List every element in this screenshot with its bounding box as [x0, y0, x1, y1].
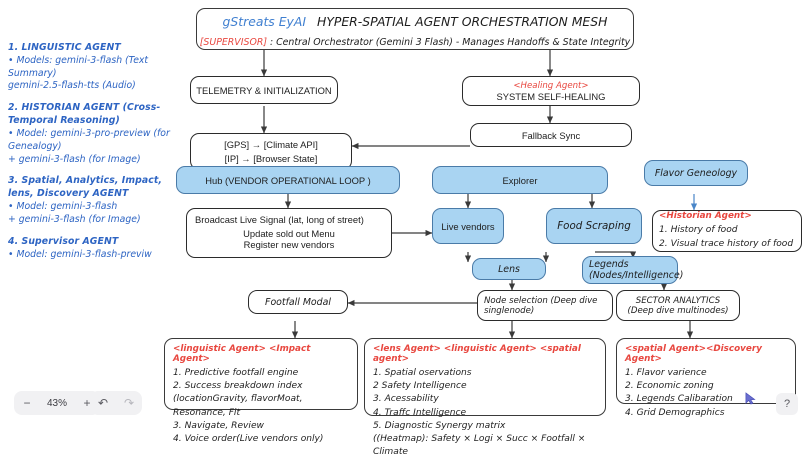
- node-lens[interactable]: Lens: [472, 258, 546, 280]
- node-live-vendors[interactable]: Live vendors: [432, 208, 504, 244]
- history-toolbar[interactable]: ↶ ↷: [90, 391, 142, 415]
- lens-agent-tags: <lens Agent> <linguistic Agent> <spatial…: [373, 344, 581, 364]
- node-gps-climate[interactable]: [GPS] → [Climate API] [IP] → [Browser St…: [190, 133, 352, 170]
- supervisor-tag: [SUPERVISOR]: [199, 37, 267, 48]
- sector-line-2: (Deep dive multinodes): [627, 305, 729, 316]
- lens-item-5-cont: ((Heatmap): Safety × Logi × Succ × Footf…: [373, 433, 586, 458]
- ip-browser-line: [IP] → [Browser State]: [224, 153, 318, 164]
- broadcast-line-1: Broadcast Live Signal (lat, long of stre…: [195, 214, 364, 225]
- node-telemetry[interactable]: TELEMETRY & INITIALIZATION: [190, 76, 338, 104]
- node-broadcast[interactable]: Broadcast Live Signal (lat, long of stre…: [186, 208, 392, 258]
- panel-lens-intelligence[interactable]: <lens Agent> <linguistic Agent> <spatial…: [364, 338, 606, 457]
- node-sector-analytics[interactable]: SECTOR ANALYTICS (Deep dive multinodes): [616, 290, 740, 321]
- historian-item-1: 1. History of food: [659, 225, 738, 236]
- node-hub[interactable]: Hub (VENDOR OPERATIONAL LOOP ): [176, 166, 400, 194]
- node-lens-label: Lens: [498, 263, 520, 275]
- discovery-item-3: 3. Legends Calibaration: [625, 394, 733, 405]
- agent-note-3-line-2: + gemini-3-flash (for Image): [8, 213, 141, 225]
- node-footfall-modal[interactable]: Footfall Modal: [248, 290, 348, 314]
- agent-note-3-title: 3. Spatial, Analytics, Impact, lens, Dis…: [8, 175, 163, 200]
- panel-impact[interactable]: <linguistic Agent> <Impact Agent> 1. Pre…: [164, 338, 358, 444]
- zoom-in-button[interactable]: +: [83, 396, 91, 410]
- sector-line-1: SECTOR ANALYTICS: [635, 295, 721, 306]
- agent-note-3: 3. Spatial, Analytics, Impact, lens, Dis…: [8, 175, 184, 226]
- node-selection-line-2: singlenode): [484, 305, 535, 316]
- agent-note-2-line-2: + gemini-3-flash (for Image): [8, 153, 141, 165]
- agent-note-1-line-2: gemini-2.5-flash-tts (Audio): [8, 80, 136, 92]
- node-live-vendors-label: Live vendors: [441, 220, 495, 232]
- lens-item-4: 4. Traffc Intelligence: [373, 407, 467, 418]
- legends-line-2: (Nodes/Intelligence): [589, 270, 684, 281]
- gps-climate-line: [GPS] → [Climate API]: [224, 139, 318, 150]
- discovery-agent-tags: <spatial Agent><Discovery Agent>: [625, 344, 762, 364]
- supervisor-text: : Central Orchestrator (Gemini 3 Flash) …: [267, 37, 631, 48]
- impact-item-2: 2. Success breakdown index: [173, 381, 303, 392]
- zoom-toolbar[interactable]: − 43% +: [14, 391, 100, 415]
- zoom-out-button[interactable]: −: [23, 396, 31, 410]
- impact-item-2-cont: (locationGravity, flavorMoat, Resonance,…: [173, 394, 303, 418]
- node-system-self-healing[interactable]: <Healing Agent> SYSTEM SELF-HEALING: [462, 76, 640, 106]
- node-footfall-modal-label: Footfall Modal: [265, 296, 331, 308]
- agent-note-1-line-1: • Models: gemini-3-flash (Text Summary): [8, 54, 152, 79]
- node-telemetry-label: TELEMETRY & INITIALIZATION: [196, 84, 332, 96]
- node-flavor-geneology-label: Flavor Geneology: [654, 167, 738, 179]
- header-card[interactable]: gStreats EyAI HYPER-SPATIAL AGENT ORCHES…: [196, 8, 634, 50]
- node-fallback-sync-label: Fallback Sync: [521, 129, 581, 141]
- agent-note-3-line-1: • Model: gemini-3-flash: [8, 201, 118, 213]
- historian-item-2: 2. Visual trace history of food: [659, 238, 794, 249]
- node-legends[interactable]: Legends (Nodes/Intelligence): [582, 256, 683, 284]
- broadcast-line-2: Update sold out Menu: [243, 228, 335, 239]
- node-node-selection[interactable]: Node selection (Deep dive singlenode): [477, 290, 613, 321]
- legends-line-1: Legends: [589, 259, 629, 270]
- node-explorer[interactable]: Explorer: [432, 166, 608, 194]
- lens-item-5: 5. Diagnostic Synergy matrix: [373, 420, 506, 431]
- agent-note-2-line-1: • Model: gemini-3-pro-preview (for Genea…: [8, 127, 173, 152]
- node-fallback-sync[interactable]: Fallback Sync: [470, 123, 632, 147]
- impact-item-3: 3. Navigate, Review: [173, 420, 264, 431]
- agent-note-4-line-1: • Model: gemini-3-flash-previw: [8, 248, 152, 260]
- agent-note-4: 4. Supervisor AGENT • Model: gemini-3-fl…: [8, 236, 184, 262]
- mouse-cursor-icon: [745, 392, 756, 405]
- agent-note-2-title: 2. HISTORIAN AGENT (Cross-Temporal Reaso…: [8, 102, 161, 127]
- node-self-healing-label: SYSTEM SELF-HEALING: [496, 90, 606, 102]
- brand-label: gStreats EyAI: [222, 14, 306, 29]
- node-food-scraping[interactable]: Food Scraping: [546, 208, 642, 244]
- agent-roster-notes: 1. LINGUISTIC AGENT • Models: gemini-3-f…: [8, 42, 184, 270]
- node-explorer-label: Explorer: [502, 174, 538, 186]
- undo-button[interactable]: ↶: [97, 396, 109, 410]
- node-food-scraping-label: Food Scraping: [557, 220, 631, 232]
- agent-note-1: 1. LINGUISTIC AGENT • Models: gemini-3-f…: [8, 42, 184, 93]
- lens-item-1: 1. Spatial oservations: [373, 368, 472, 378]
- node-flavor-geneology[interactable]: Flavor Geneology: [644, 160, 748, 186]
- node-selection-line-1: Node selection (Deep dive: [484, 295, 598, 306]
- historian-agent-tag: <Historian Agent>: [659, 211, 752, 222]
- broadcast-line-3: Register new vendors: [243, 239, 335, 250]
- discovery-item-4: 4. Grid Demographics: [625, 407, 725, 418]
- panel-historian[interactable]: <Historian Agent> 1. History of food 2. …: [652, 210, 802, 252]
- redo-button[interactable]: ↷: [123, 396, 135, 410]
- impact-agent-tags: <linguistic Agent> <Impact Agent>: [173, 344, 311, 364]
- agent-note-4-title: 4. Supervisor AGENT: [8, 235, 119, 247]
- healing-agent-tag: <Healing Agent>: [513, 80, 589, 91]
- impact-item-1: 1. Predictive footfall engine: [173, 368, 299, 378]
- help-button[interactable]: ?: [776, 393, 798, 415]
- zoom-level-label[interactable]: 43%: [46, 397, 67, 409]
- discovery-item-1: 1. Flavor varience: [625, 368, 707, 378]
- agent-note-2: 2. HISTORIAN AGENT (Cross-Temporal Reaso…: [8, 102, 184, 166]
- discovery-item-2: 2. Economic zoning: [625, 381, 714, 392]
- page-title: HYPER-SPATIAL AGENT ORCHESTRATION MESH: [317, 14, 608, 29]
- panel-discovery[interactable]: <spatial Agent><Discovery Agent> 1. Flav…: [616, 338, 796, 418]
- lens-item-3: 3. Acessability: [373, 394, 439, 405]
- lens-item-2: 2 Safety Intelligence: [373, 381, 467, 392]
- agent-note-1-title: 1. LINGUISTIC AGENT: [8, 42, 121, 53]
- impact-item-4: 4. Voice order(Live vendors only): [173, 433, 324, 444]
- node-hub-label: Hub (VENDOR OPERATIONAL LOOP ): [205, 174, 371, 186]
